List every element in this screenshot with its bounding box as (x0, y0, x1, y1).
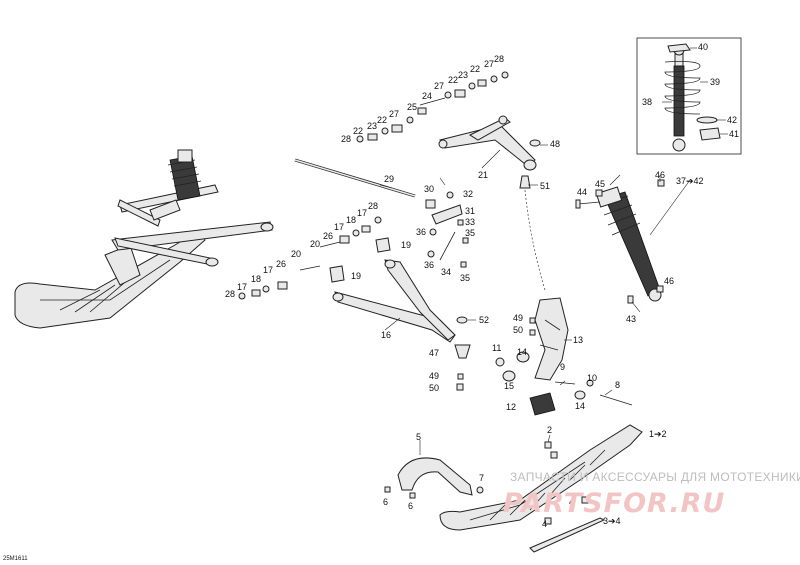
callout-15: 15 (504, 381, 514, 391)
callout-29: 29 (384, 174, 394, 184)
callout-9: 9 (560, 362, 565, 372)
callout-40: 40 (698, 42, 708, 52)
callout-28: 28 (225, 289, 235, 299)
callout-20: 20 (291, 249, 301, 259)
callout-46: 46 (664, 276, 674, 286)
callout-22: 22 (448, 75, 458, 85)
callout-22: 22 (377, 115, 387, 125)
callout-43: 43 (626, 314, 636, 324)
callout-45: 45 (595, 179, 605, 189)
callout-48: 48 (550, 139, 560, 149)
diagram-code: 25M1611 (3, 556, 28, 562)
callout-28: 28 (494, 54, 504, 64)
leader-lines (379, 144, 661, 455)
callout-13: 13 (573, 335, 583, 345)
shock-absorber (575, 179, 665, 304)
callout-49: 49 (513, 313, 523, 323)
callout-22: 22 (353, 126, 363, 136)
callout-19: 19 (401, 240, 411, 250)
callout-28: 28 (341, 134, 351, 144)
upper-a-arm (356, 71, 546, 291)
callout-21: 21 (478, 170, 488, 180)
callout-4: 4 (569, 497, 574, 507)
callout-labels: 40 39 38 42 41 37➔42 44 45 46 46 43 28 2… (3, 42, 739, 562)
callout-12: 12 (506, 402, 516, 412)
callout-18: 18 (346, 215, 356, 225)
callout-18: 18 (251, 274, 261, 284)
callout-35: 35 (465, 228, 475, 238)
watermark-logo: PARTSFOR.RU (503, 488, 725, 519)
callout-7: 7 (479, 473, 484, 483)
callout-17: 17 (357, 208, 367, 218)
callout-34: 34 (441, 267, 451, 277)
callout-35: 35 (460, 273, 470, 283)
callout-27: 27 (484, 59, 494, 69)
callout-10: 10 (587, 373, 597, 383)
callout-50: 50 (429, 383, 439, 393)
stabilizer-rod (294, 158, 416, 198)
callout-6: 6 (408, 501, 413, 511)
callout-23: 23 (458, 70, 468, 80)
callout-26: 26 (276, 259, 286, 269)
ski-handle (384, 457, 484, 499)
callout-26: 26 (323, 231, 333, 241)
callout-38: 38 (642, 97, 652, 107)
callout-36: 36 (416, 227, 426, 237)
callout-11: 11 (492, 343, 501, 353)
assembled-shock (149, 149, 202, 221)
callout-33: 33 (465, 217, 475, 227)
ski (439, 424, 643, 553)
callout-28: 28 (368, 201, 378, 211)
callout-27: 27 (434, 81, 444, 91)
callout-27: 27 (389, 109, 399, 119)
watermark-tagline: ЗАПЧАСТИ И АКСЕССУАРЫ ДЛЯ МОТОТЕХНИКИ (510, 470, 800, 484)
callout-20: 20 (310, 239, 320, 249)
lower-a-arm (238, 216, 471, 391)
callout-37-42: 37➔42 (676, 176, 704, 186)
callout-36: 36 (424, 260, 434, 270)
callout-1-2: 1➔2 (649, 429, 667, 439)
callout-14: 14 (575, 401, 585, 411)
callout-44: 44 (577, 187, 587, 197)
callout-41: 41 (729, 129, 739, 139)
watermark: ЗАПЧАСТИ И АКСЕССУАРЫ ДЛЯ МОТОТЕХНИКИ PA… (503, 470, 800, 519)
callout-8: 8 (615, 380, 620, 390)
shock-detail-box (636, 37, 742, 236)
callout-4: 4 (542, 519, 547, 529)
callout-32: 32 (463, 189, 473, 199)
callout-23: 23 (367, 121, 377, 131)
callout-39: 39 (710, 77, 720, 87)
callout-47: 47 (429, 348, 439, 358)
callout-25: 25 (407, 102, 417, 112)
callout-16: 16 (381, 330, 391, 340)
callout-14: 14 (517, 347, 527, 357)
callout-5: 5 (416, 432, 421, 442)
callout-52: 52 (479, 315, 489, 325)
callout-31: 31 (465, 206, 475, 216)
callout-42: 42 (727, 115, 737, 125)
callout-3-4: 3➔4 (603, 516, 621, 526)
stabilizer-link-parts (425, 191, 469, 268)
assembled-front-suspension (14, 149, 274, 329)
callout-17: 17 (334, 222, 344, 232)
callout-49: 49 (429, 371, 439, 381)
callout-17: 17 (263, 265, 273, 275)
callout-22: 22 (470, 64, 480, 74)
callout-17: 17 (237, 282, 247, 292)
callout-6: 6 (383, 497, 388, 507)
callout-46: 46 (655, 170, 665, 180)
callout-51: 51 (540, 181, 550, 191)
spindle (495, 297, 633, 416)
callout-50: 50 (513, 325, 523, 335)
callout-24: 24 (422, 91, 432, 101)
callout-2: 2 (547, 425, 552, 435)
callout-19: 19 (351, 271, 361, 281)
callout-30: 30 (424, 184, 434, 194)
